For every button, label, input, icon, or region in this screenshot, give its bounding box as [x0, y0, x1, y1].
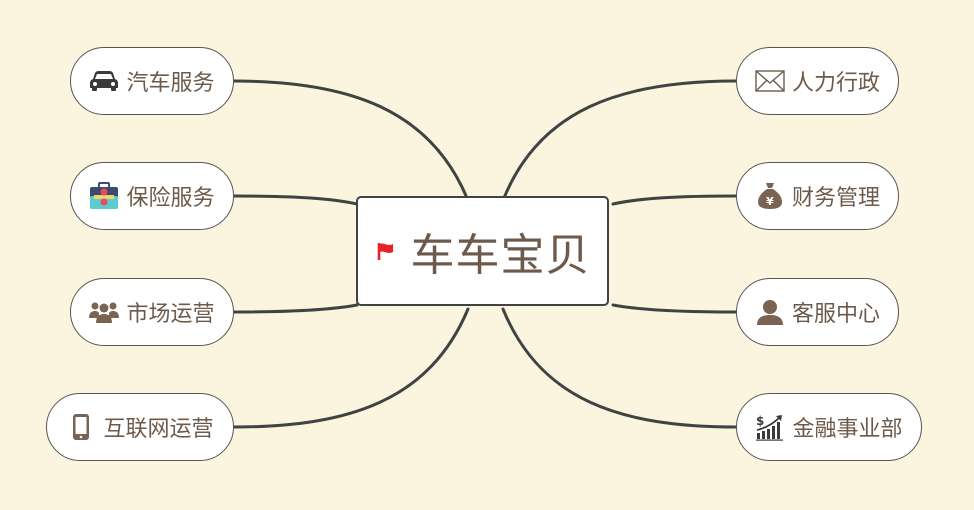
- node-label: 互联网运营: [103, 417, 214, 442]
- node-label: 金融事业部: [792, 417, 903, 442]
- svg-text:$: $: [756, 414, 764, 428]
- growth-chart-icon: $: [755, 412, 785, 442]
- node-customer-service[interactable]: 客服中心: [736, 278, 899, 346]
- briefcase-icon: [89, 181, 119, 211]
- node-label: 财务管理: [791, 186, 880, 211]
- link-internet: [232, 307, 470, 429]
- node-hr-admin[interactable]: 人力行政: [736, 47, 899, 115]
- central-title: 车车宝贝: [410, 230, 591, 281]
- car-icon: [89, 66, 119, 96]
- link-finance-business: [501, 307, 738, 429]
- link-car-service: [232, 79, 469, 200]
- node-internet-ops[interactable]: 互联网运营: [46, 393, 234, 461]
- node-finance-business[interactable]: $ 金融事业部: [736, 393, 922, 461]
- node-label: 汽车服务: [126, 71, 215, 96]
- node-label: 人力行政: [791, 71, 880, 96]
- node-insurance-service[interactable]: 保险服务: [70, 162, 234, 230]
- node-marketing-ops[interactable]: 市场运营: [70, 278, 234, 346]
- flag-icon: [377, 243, 393, 260]
- node-finance-management[interactable]: ¥ 财务管理: [736, 162, 899, 230]
- link-finance: [611, 194, 738, 206]
- money-bag-icon: ¥: [755, 181, 785, 211]
- node-label: 保险服务: [126, 186, 215, 211]
- link-insurance: [232, 194, 359, 206]
- link-hr: [502, 79, 738, 200]
- central-topic[interactable]: 车车宝贝: [356, 196, 609, 306]
- link-customer-service: [611, 303, 738, 314]
- node-car-service[interactable]: 汽车服务: [70, 47, 234, 115]
- link-marketing: [232, 303, 359, 314]
- envelope-icon: [755, 66, 785, 96]
- users-icon: [89, 297, 120, 327]
- mobile-phone-icon: [66, 412, 96, 442]
- node-label: 客服中心: [791, 302, 880, 327]
- user-icon: [755, 297, 785, 327]
- svg-text:¥: ¥: [766, 195, 774, 208]
- node-label: 市场运营: [126, 302, 215, 327]
